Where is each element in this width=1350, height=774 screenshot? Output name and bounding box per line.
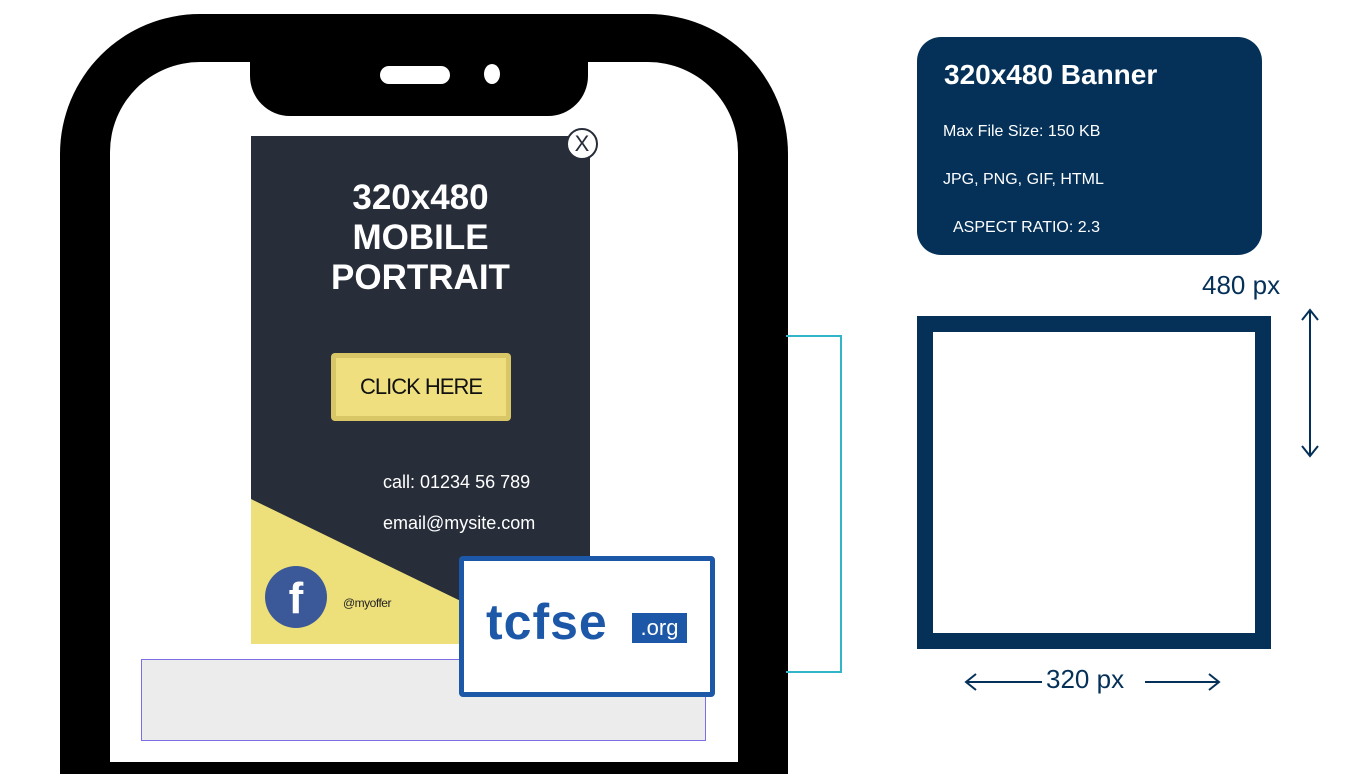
- cta-label: CLICK HERE: [336, 358, 506, 416]
- close-ad-button[interactable]: X: [566, 128, 598, 160]
- vertical-arrow-icon: [1301, 308, 1319, 458]
- height-label: 480 px: [1202, 270, 1281, 300]
- email-text: email@mysite.com: [383, 513, 536, 533]
- click-here-button[interactable]: CLICK HERE: [331, 353, 511, 421]
- ad-title-line: MOBILE: [352, 218, 489, 257]
- facebook-icon[interactable]: f: [265, 566, 327, 628]
- spec-file-size: Max File Size: 150 KB: [943, 123, 1101, 140]
- watermark-tld: .org: [632, 613, 687, 643]
- spec-title: 320x480 Banner: [944, 59, 1158, 90]
- ad-title-line: PORTRAIT: [331, 258, 510, 297]
- spec-aspect-ratio: ASPECT RATIO: 2.3: [953, 219, 1101, 236]
- spec-card: 320x480 Banner Max File Size: 150 KB JPG…: [917, 37, 1262, 255]
- phone-number-text: call: 01234 56 789: [383, 472, 531, 492]
- ad-title-line: 320x480: [352, 178, 489, 217]
- tcfse-watermark: tcfse .org: [459, 556, 715, 697]
- watermark-brand: tcfse: [486, 594, 608, 650]
- width-label: 320 px: [1046, 664, 1125, 694]
- right-arrow-icon: [1145, 673, 1221, 691]
- speaker-icon: [380, 66, 450, 84]
- ad-title: 320x480 MOBILE PORTRAIT: [251, 178, 590, 298]
- mobile-ad-banner[interactable]: 320x480 MOBILE PORTRAIT CLICK HERE call:…: [251, 136, 590, 644]
- social-handle: @myoffer: [343, 596, 391, 610]
- left-arrow-icon: [964, 673, 1042, 691]
- bracket-indicator: [786, 335, 842, 673]
- dimension-diagram: [917, 316, 1271, 649]
- camera-icon: [484, 64, 500, 84]
- spec-formats: JPG, PNG, GIF, HTML: [943, 171, 1104, 188]
